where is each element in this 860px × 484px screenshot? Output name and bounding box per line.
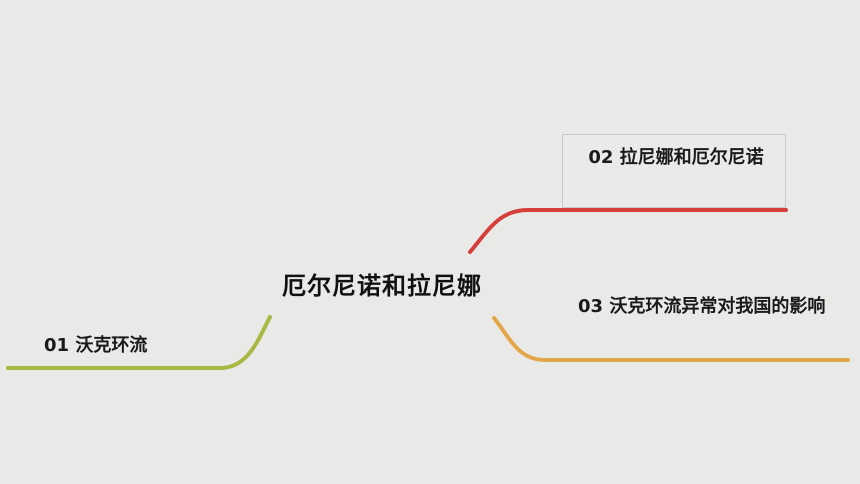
central-topic[interactable]: 厄尔尼诺和拉尼娜 <box>282 272 482 300</box>
branch-topic-01[interactable]: 01 沃克环流 <box>44 335 148 356</box>
branch-line-02 <box>468 208 788 254</box>
branch-topic-03[interactable]: 03 沃克环流异常对我国的影响 <box>578 296 826 317</box>
branch-topic-02[interactable]: 02 拉尼娜和厄尔尼诺 <box>588 147 764 168</box>
branch-line-01 <box>6 315 272 370</box>
branch-topic-02-box[interactable] <box>562 134 786 208</box>
branch-line-03 <box>492 316 850 362</box>
